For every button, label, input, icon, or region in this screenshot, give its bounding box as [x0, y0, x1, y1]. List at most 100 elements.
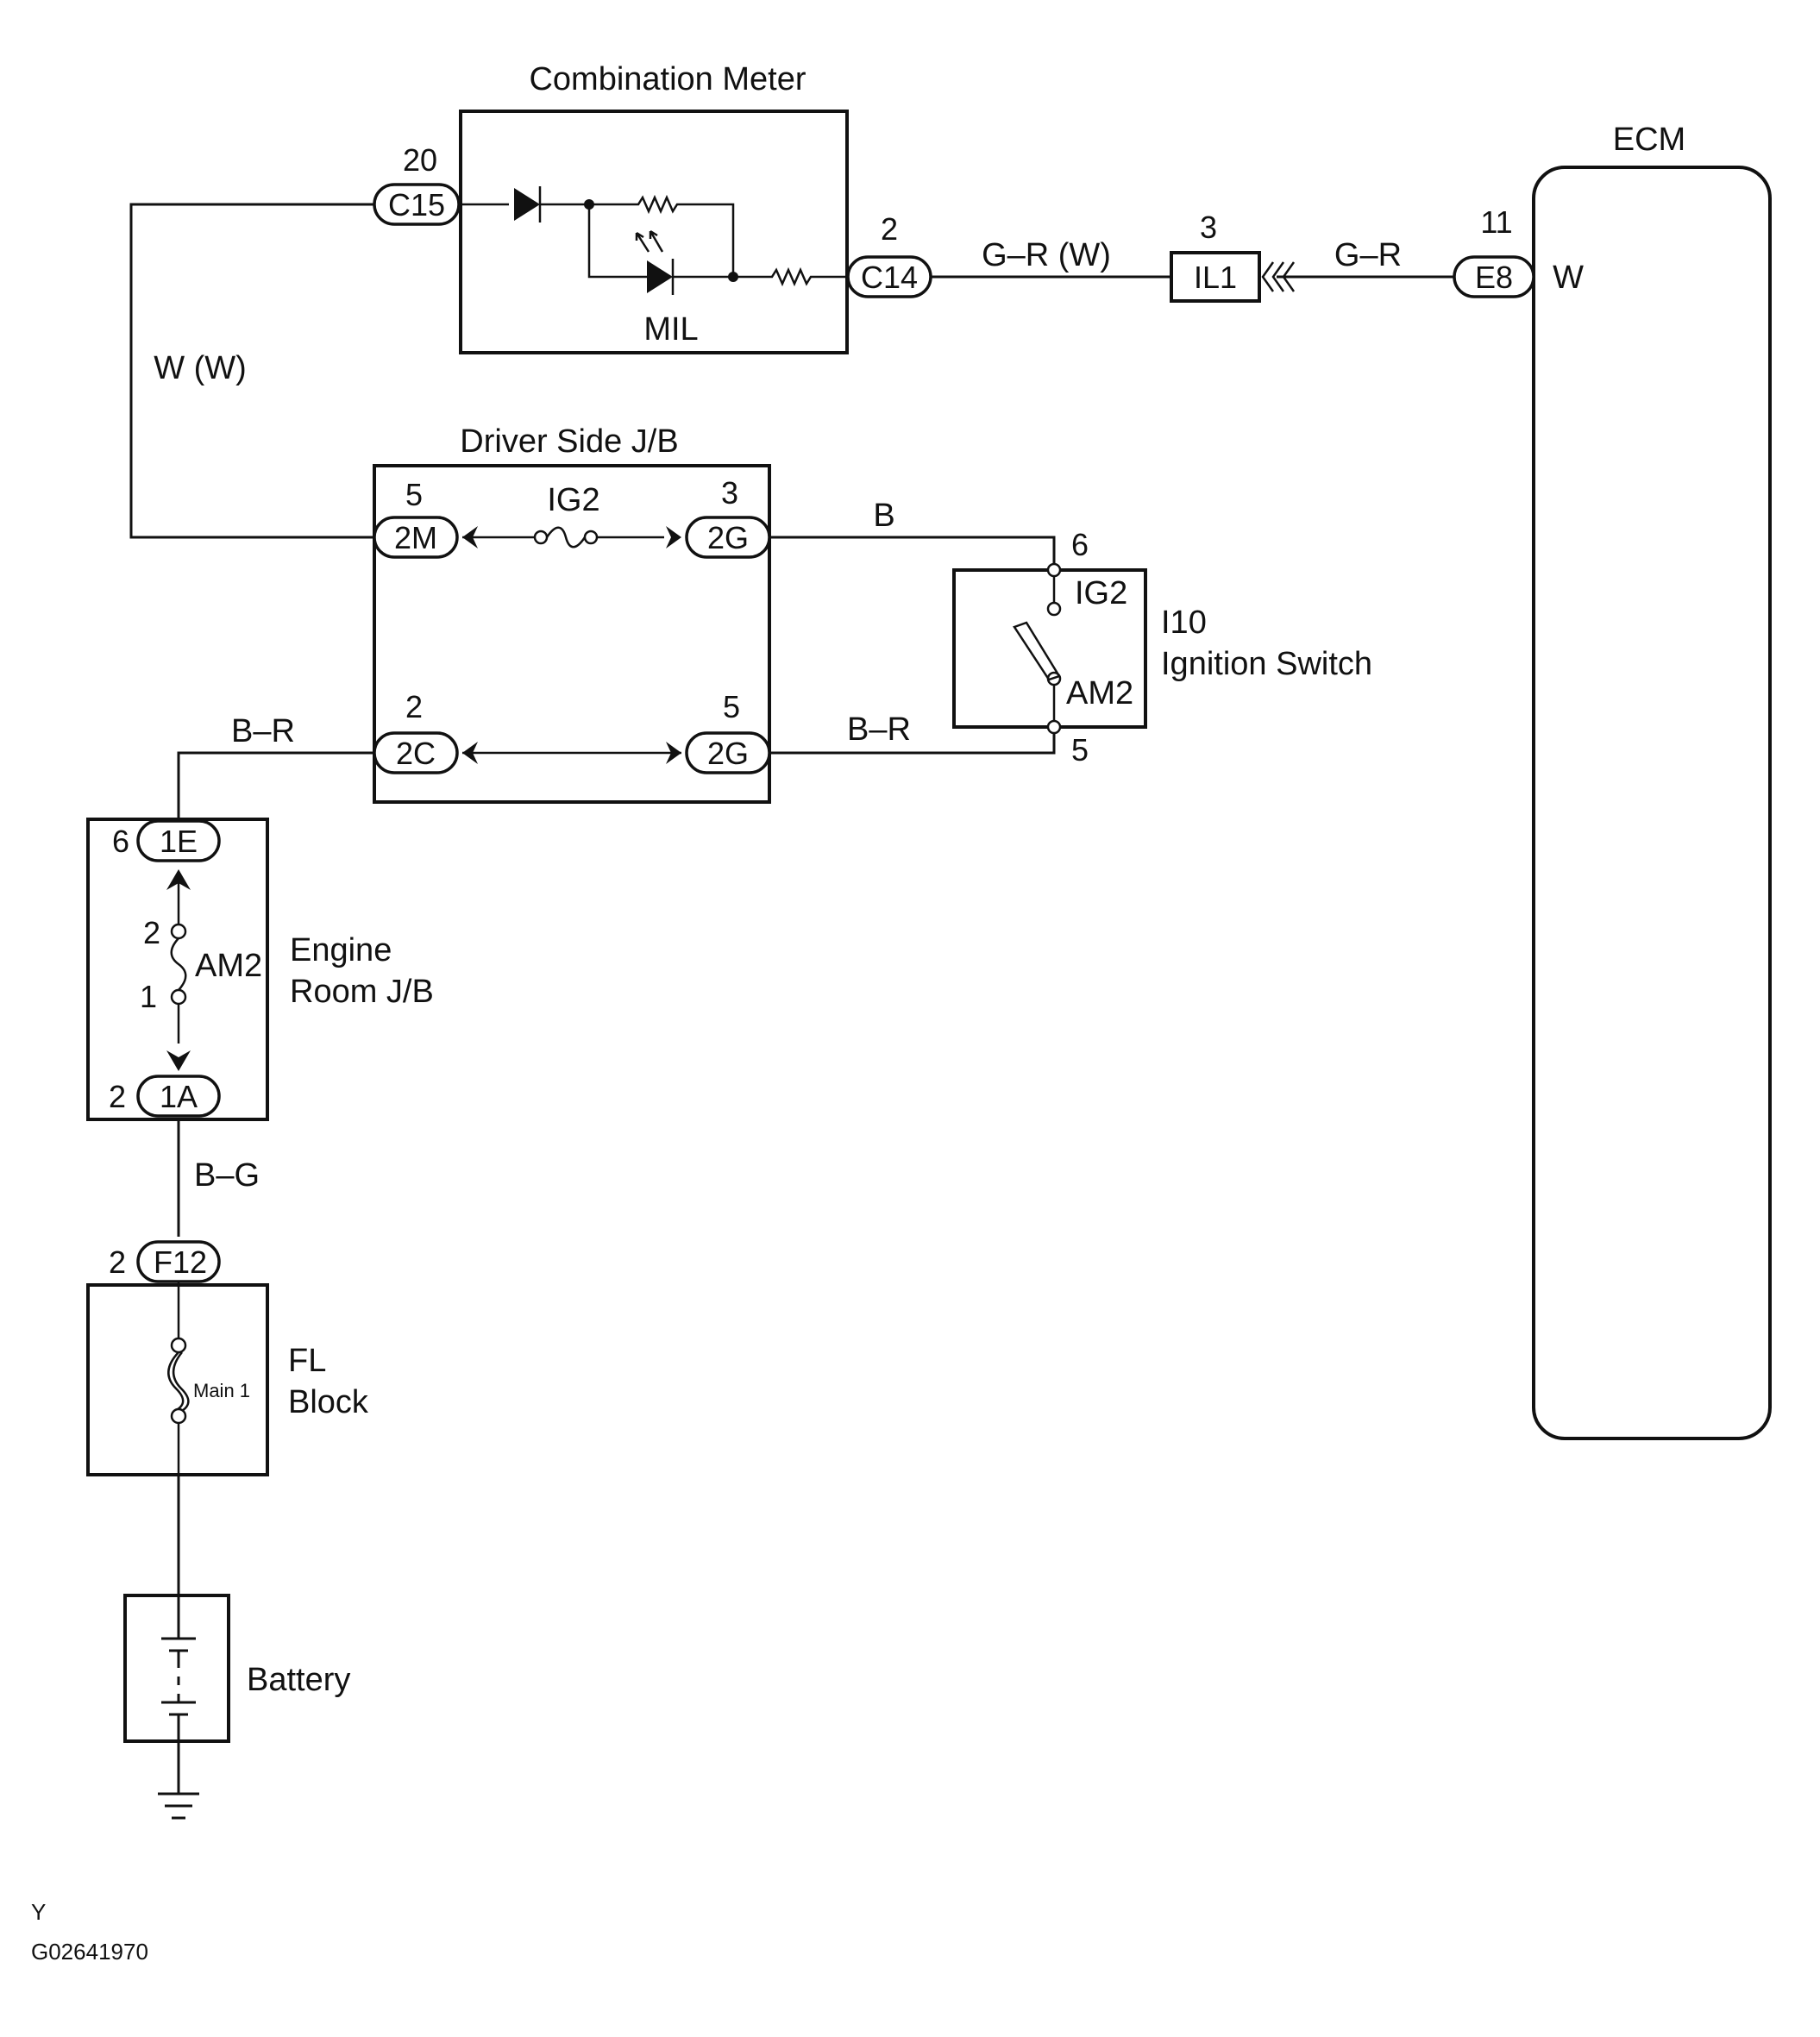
- connector-2c-pin: 2: [405, 689, 423, 724]
- fl-block: Main 1 FL Block: [86, 1278, 369, 1476]
- connector-il1-pin: 3: [1200, 210, 1217, 245]
- fl-block-label-2: Block: [288, 1384, 369, 1420]
- connector-c15-pin: 20: [403, 142, 437, 178]
- battery-cell-icon: [161, 1595, 196, 1741]
- connector-1a: 1A 2: [109, 1075, 221, 1118]
- ground-icon: [158, 1792, 199, 1820]
- am2-pin-1: 1: [140, 979, 157, 1014]
- ignition-switch: 6 5 IG2 AM2 I10 Ignition Switch: [952, 527, 1372, 768]
- ignition-switch-blade-icon: [1013, 621, 1061, 681]
- ignition-terminal: [1046, 601, 1062, 617]
- battery: Battery: [123, 1594, 350, 1743]
- ignition-pin-6: 6: [1071, 527, 1089, 562]
- connector-2g-top-id: 2G: [707, 520, 749, 555]
- diode-bar: [538, 186, 589, 223]
- ecm-label: ECM: [1613, 122, 1685, 158]
- combination-meter-box: [459, 110, 849, 354]
- connector-c14-pin: 2: [881, 211, 898, 247]
- light-rays-icon: [635, 229, 664, 253]
- wire-b-r-left-label: B–R: [231, 713, 295, 749]
- connector-e8-pin: 11: [1480, 204, 1512, 240]
- engine-room-jb-label-1: Engine: [290, 932, 392, 968]
- battery-label: Battery: [247, 1662, 350, 1698]
- connector-f12-pin: 2: [109, 1244, 126, 1280]
- ig2-fuse-icon: [545, 526, 587, 548]
- wire-g-r-w-label: G–R (W): [982, 237, 1111, 273]
- connector-1a-pin: 2: [109, 1079, 126, 1114]
- combination-meter: Combination Meter MIL: [459, 61, 849, 354]
- footer-code: G02641970: [31, 1939, 148, 1965]
- mil-led-bar: [671, 259, 733, 295]
- resistor-icon: [589, 194, 735, 277]
- connector-1a-shape: [136, 1075, 221, 1118]
- ignition-terminal: [1046, 562, 1062, 578]
- connector-arrow-icon: [666, 742, 681, 764]
- connector-2g-top: 2G 3: [685, 475, 771, 559]
- am2-fuse-label: AM2: [195, 948, 262, 984]
- in-line-connector-icon: [1261, 261, 1296, 292]
- engine-room-jb: 2 1 AM2 Engine Room J/B: [86, 818, 434, 1121]
- mil-led-icon: [647, 260, 673, 293]
- ecm-pin-label: W: [1553, 260, 1584, 296]
- connector-e8-shape: [1453, 255, 1535, 298]
- connector-f12: F12 2: [109, 1240, 221, 1283]
- ignition-am2-label: AM2: [1066, 675, 1133, 711]
- connector-e8-id: E8: [1475, 260, 1513, 295]
- connector-1e-shape: [136, 819, 221, 862]
- ignition-terminal: [1046, 719, 1062, 735]
- combination-meter-label: Combination Meter: [529, 61, 806, 97]
- wire-b: [769, 536, 1056, 570]
- connector-2m: 2M 5: [373, 477, 459, 559]
- wire-b-r-right: [769, 727, 1056, 755]
- wires: [129, 203, 1454, 1794]
- wire-w-w-label: W (W): [154, 350, 247, 386]
- connector-2m-id: 2M: [394, 520, 437, 555]
- fuse-terminal: [533, 530, 549, 545]
- ecm-box: [1532, 166, 1772, 1440]
- connector-1e-id: 1E: [160, 824, 198, 859]
- driver-side-jb: Driver Side J/B IG2: [373, 423, 771, 804]
- connector-arrow-icon: [666, 526, 681, 548]
- connector-2c: 2C 2: [373, 689, 459, 774]
- connector-2g-bottom-shape: [685, 731, 771, 774]
- connector-arrow-icon: [462, 742, 478, 764]
- fuse-terminal: [170, 1337, 187, 1354]
- ignition-ig2-label: IG2: [1075, 575, 1127, 611]
- fuse-terminal: [170, 923, 187, 940]
- connector-2g-top-shape: [685, 516, 771, 559]
- connector-arrow-icon: [166, 1050, 191, 1071]
- ignition-switch-label: Ignition Switch: [1161, 646, 1372, 682]
- connector-2m-shape: [373, 516, 459, 559]
- ignition-switch-id: I10: [1161, 605, 1207, 641]
- resistor-icon: [733, 266, 848, 287]
- connector-e8: E8 11: [1453, 204, 1535, 298]
- ig2-fuse-label: IG2: [547, 482, 599, 518]
- connector-il1: IL1 3: [1170, 210, 1296, 303]
- connector-il1-shape: [1170, 251, 1261, 303]
- main1-fuse-icon: [167, 1351, 190, 1413]
- fuse-terminal: [170, 988, 187, 1006]
- main1-fuse-label: Main 1: [193, 1380, 250, 1401]
- ignition-pin-5: 5: [1071, 732, 1089, 768]
- connector-2m-pin: 5: [405, 477, 423, 512]
- engine-room-jb-box: [86, 818, 269, 1121]
- connector-c14-shape: [846, 255, 932, 298]
- connector-2c-id: 2C: [396, 736, 436, 771]
- am2-pin-2: 2: [143, 915, 160, 950]
- fuse-terminal: [583, 530, 599, 545]
- connector-arrow-icon: [166, 869, 191, 890]
- wire-w-w: [129, 203, 374, 539]
- connector-1a-id: 1A: [160, 1079, 198, 1114]
- connector-c15-shape: [373, 183, 461, 226]
- battery-box: [123, 1594, 230, 1743]
- driver-side-jb-box: [373, 464, 771, 804]
- connector-2g-bottom-id: 2G: [707, 736, 749, 771]
- connector-il1-id: IL1: [1194, 260, 1237, 295]
- connector-2g-bottom-pin: 5: [723, 689, 740, 724]
- connector-c15-id: C15: [388, 187, 445, 223]
- connector-c15: C15 20: [373, 142, 461, 226]
- wire-b-label: B: [873, 498, 894, 534]
- wire-b-r-right-label: B–R: [847, 711, 911, 748]
- mil-label: MIL: [643, 311, 698, 348]
